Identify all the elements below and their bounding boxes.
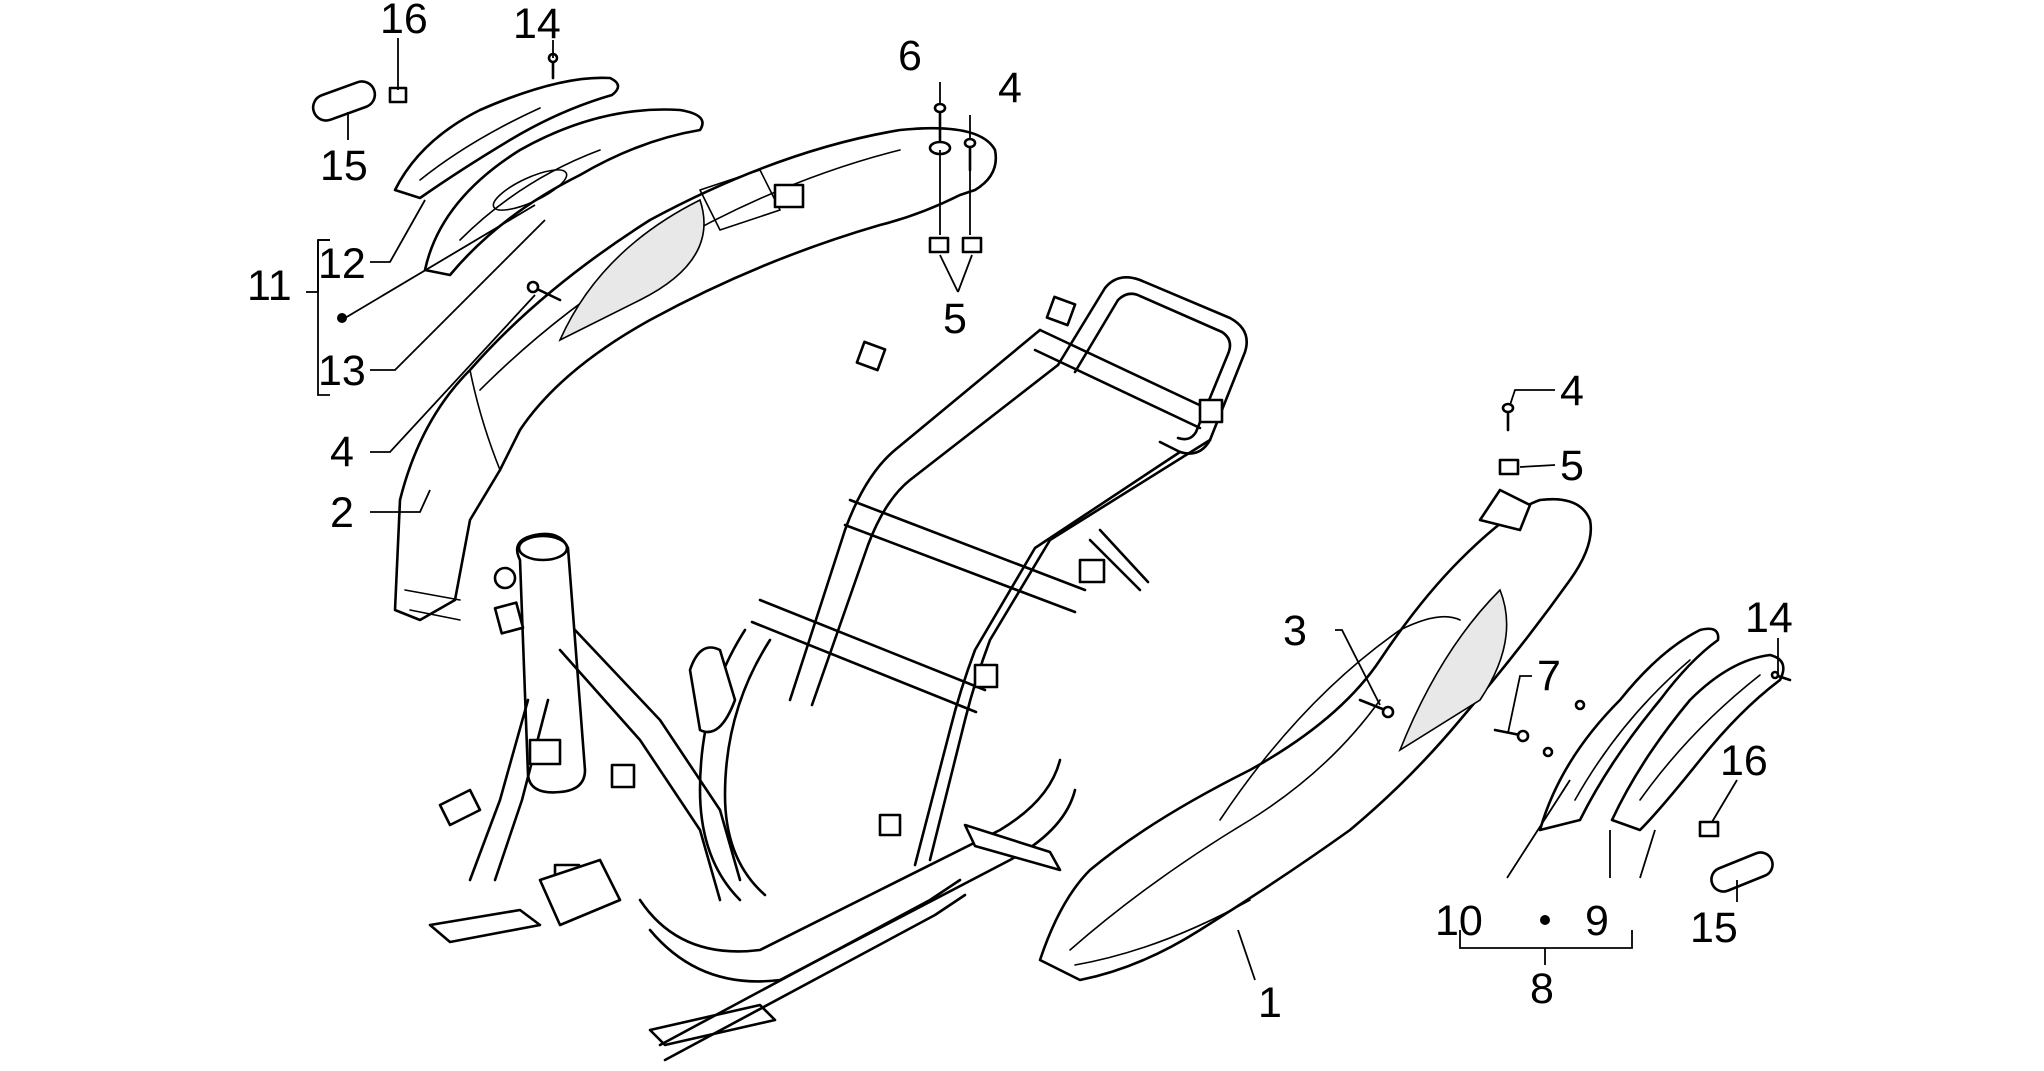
callout-9: 9 (1585, 897, 1609, 945)
callout-4-top: 4 (998, 64, 1022, 112)
callout-10: 10 (1435, 897, 1483, 945)
hardware-top-left (311, 52, 983, 302)
callout-15-top: 15 (320, 142, 368, 190)
callout-1: 1 (1258, 979, 1282, 1027)
callout-4-right: 4 (1560, 367, 1584, 415)
callout-14-top: 14 (513, 0, 561, 48)
scooter-frame (428, 276, 1248, 1062)
callout-8: 8 (1530, 965, 1554, 1013)
callout-3: 3 (1283, 607, 1307, 655)
grab-handle-right (1538, 627, 1785, 832)
left-side-panel (393, 126, 998, 622)
callout-6: 6 (898, 32, 922, 80)
callout-15-right: 15 (1690, 904, 1738, 952)
callout-2: 2 (330, 489, 354, 537)
callout-7: 7 (1537, 652, 1561, 700)
assembly-dot-8 (1540, 915, 1550, 925)
callout-labels: 1 2 3 4 4 4 5 5 6 7 8 9 10 11 12 13 14 1… (247, 0, 1793, 1027)
assembly-dot-11 (337, 313, 347, 323)
callout-5-right: 5 (1560, 442, 1584, 490)
callout-16-top: 16 (380, 0, 428, 43)
hardware-right (1358, 402, 1792, 893)
callout-12: 12 (318, 240, 366, 288)
grab-handle-left (393, 76, 704, 277)
callout-11: 11 (247, 262, 292, 310)
callout-13: 13 (318, 347, 366, 395)
callout-14-right: 14 (1745, 594, 1793, 642)
right-side-panel (1038, 488, 1593, 982)
callout-4-left: 4 (330, 428, 354, 476)
callout-5-top: 5 (943, 295, 967, 343)
callout-16-right: 16 (1720, 737, 1768, 785)
